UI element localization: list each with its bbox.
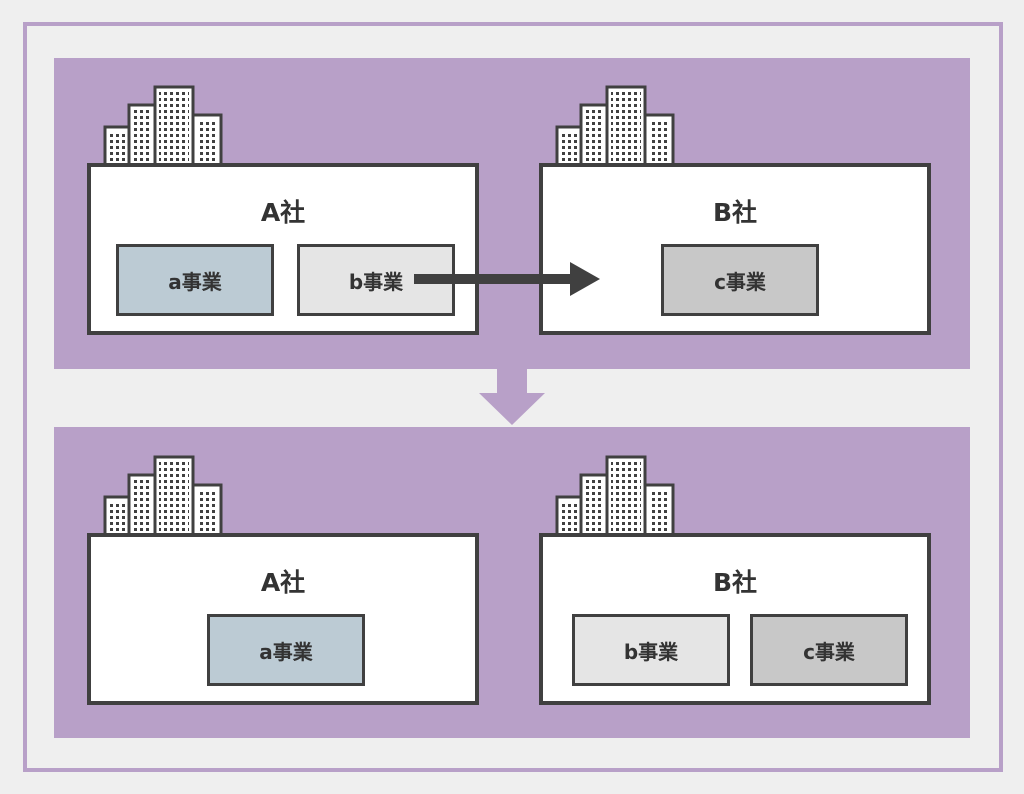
company-name: A社	[260, 568, 306, 597]
after-company-b: B社 b事業 c事業	[539, 533, 931, 705]
business-a-box: a事業	[207, 614, 365, 686]
business-b-box: b事業	[572, 614, 730, 686]
building-icon	[555, 455, 677, 535]
building-icon	[103, 455, 225, 535]
business-c-box: c事業	[661, 244, 819, 316]
business-a-box: a事業	[116, 244, 274, 316]
company-name: B社	[712, 198, 758, 227]
business-c-box: c事業	[750, 614, 908, 686]
after-company-a: A社 a事業	[87, 533, 479, 705]
company-name: B社	[712, 568, 758, 597]
before-company-b: B社 c事業	[539, 163, 931, 335]
company-name: A社	[260, 198, 306, 227]
